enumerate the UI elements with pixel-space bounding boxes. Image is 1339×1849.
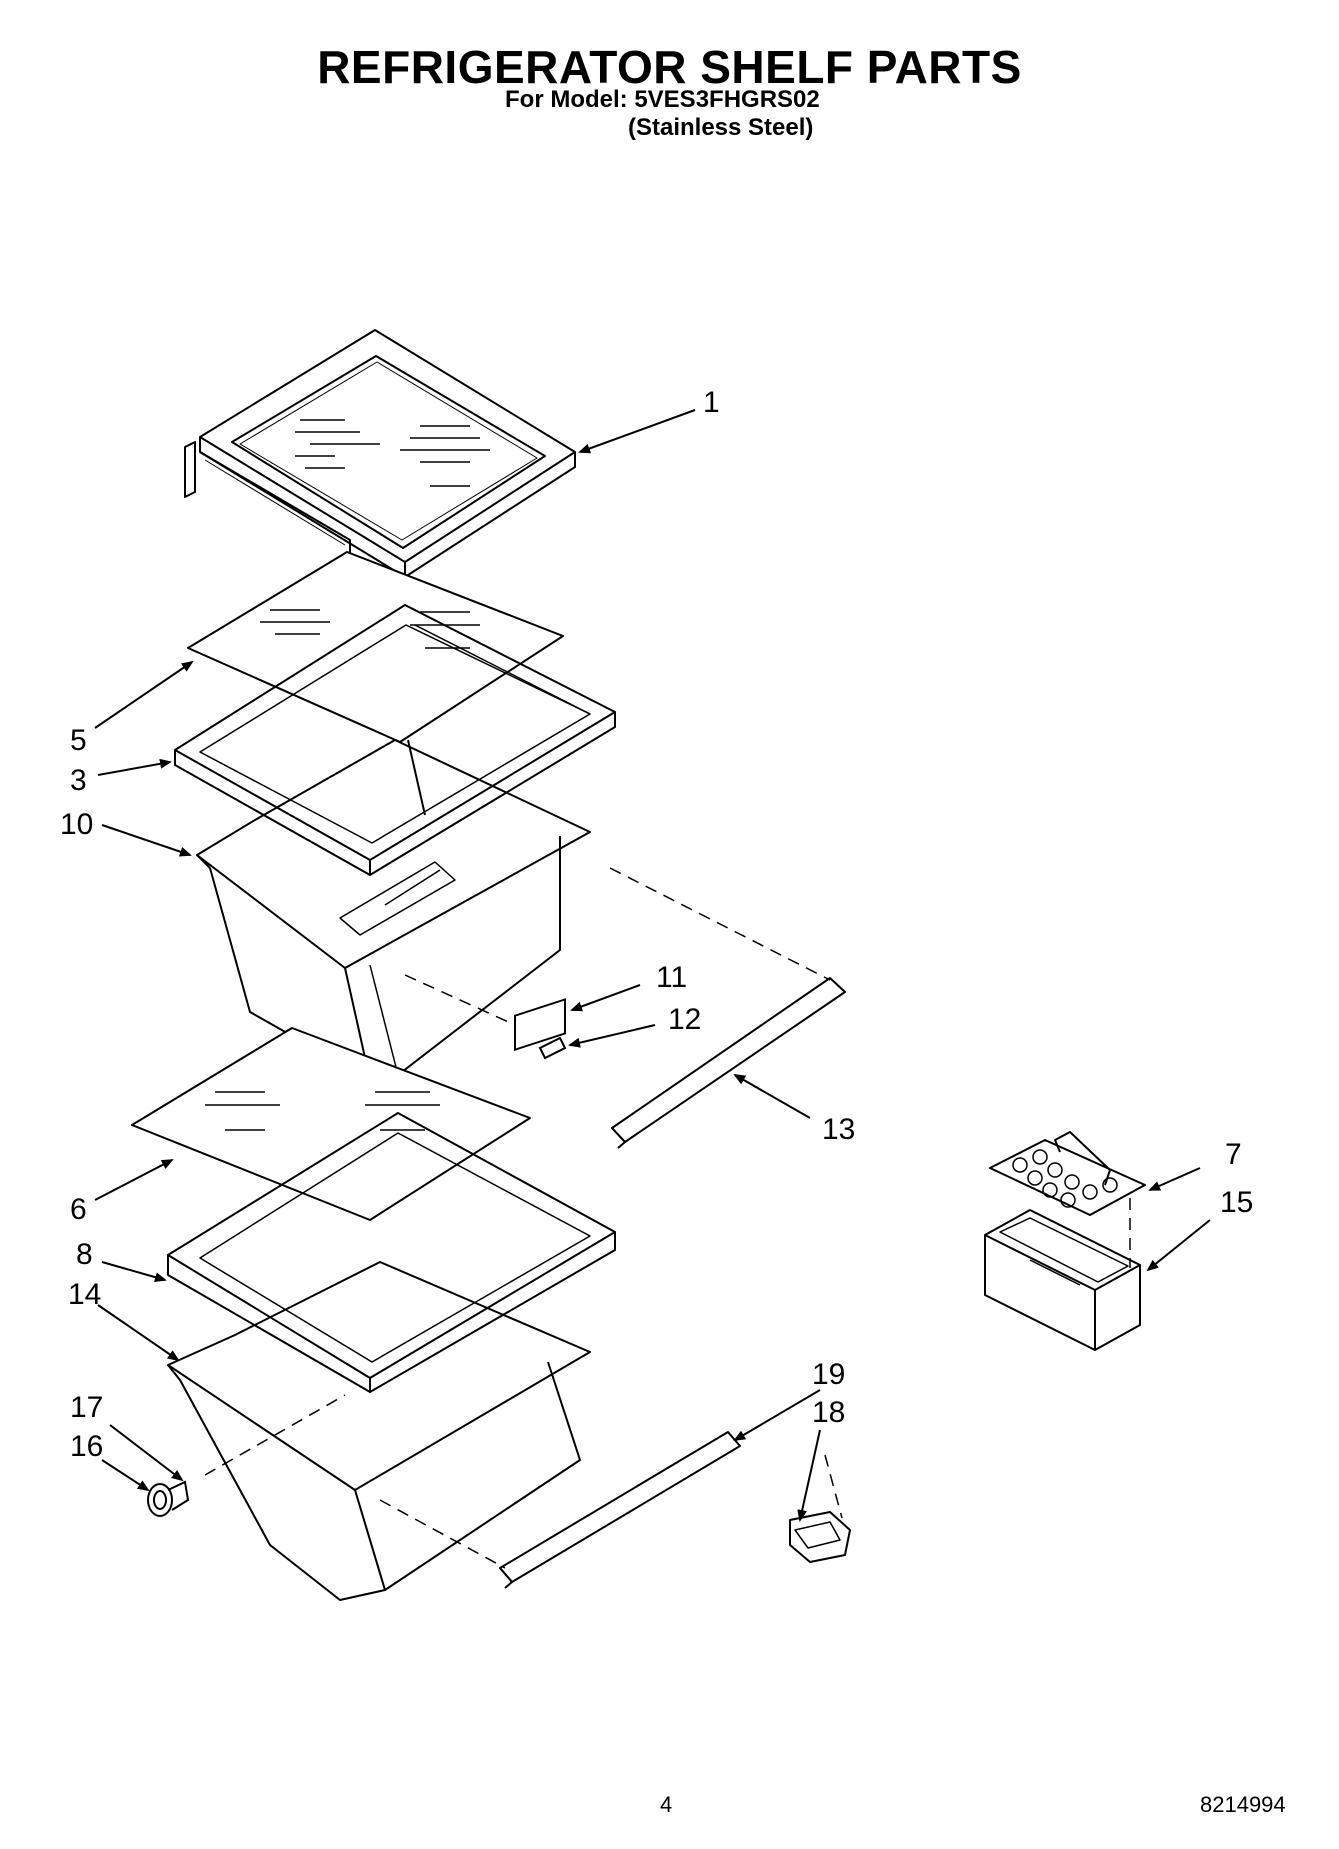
callout-16: 16 — [70, 1430, 104, 1463]
shelf-part-1 — [184, 329, 576, 578]
crisper-drawer-part-10 — [196, 739, 591, 1081]
page-title: REFRIGERATOR SHELF PARTS — [317, 41, 1022, 93]
knob-parts-16-17 — [147, 1480, 190, 1517]
glass-insert-part-6 — [131, 1027, 531, 1221]
callout-18: 18 — [812, 1396, 846, 1429]
callout-6: 6 — [70, 1193, 87, 1226]
callout-7: 7 — [1225, 1138, 1242, 1171]
leader-arrows — [94, 409, 1211, 1522]
callout-1: 1 — [703, 386, 720, 419]
callout-3: 3 — [70, 764, 87, 797]
model-line: For Model: 5VES3FHGRS02 — [505, 86, 820, 113]
egg-tray-part-7 — [989, 1131, 1146, 1216]
callout-15: 15 — [1220, 1186, 1254, 1219]
callout-10: 10 — [60, 808, 94, 841]
callout-8: 8 — [76, 1238, 93, 1271]
frame-part-8 — [167, 1112, 616, 1393]
bracket-part-18 — [789, 1511, 851, 1563]
glass-insert-part-5 — [187, 551, 564, 743]
frame-part-3 — [174, 604, 616, 876]
page-number: 4 — [660, 1792, 673, 1817]
rail-part-13 — [611, 977, 846, 1149]
callout-5: 5 — [70, 724, 87, 757]
finish-line: (Stainless Steel) — [628, 114, 814, 141]
callout-17: 17 — [70, 1391, 104, 1424]
rail-part-19 — [499, 1431, 741, 1589]
callout-14: 14 — [68, 1278, 102, 1311]
callout-11: 11 — [656, 961, 688, 994]
clip-parts-11-12 — [514, 998, 567, 1060]
document-number: 8214994 — [1200, 1792, 1286, 1817]
crisper-drawer-part-14 — [167, 1261, 591, 1601]
callout-12: 12 — [668, 1003, 702, 1036]
callout-13: 13 — [822, 1113, 856, 1146]
callout-19: 19 — [812, 1358, 846, 1391]
assembly-guide-lines — [204, 867, 1131, 1569]
storage-bin-part-15 — [984, 1209, 1141, 1351]
